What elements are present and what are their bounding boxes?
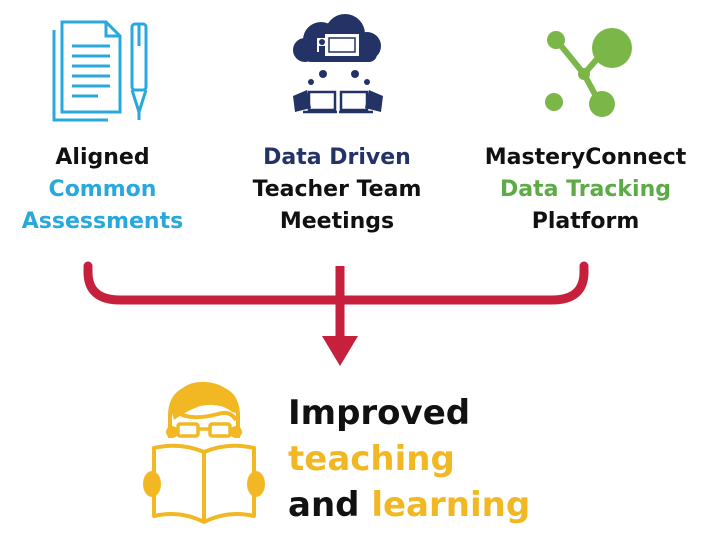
- platform-line2: Data Tracking: [499, 177, 672, 202]
- meetings-line1: Data Driven: [263, 145, 411, 170]
- meetings-label: Data Driven Teacher Team Meetings: [232, 142, 442, 238]
- meetings-line3: Meetings: [279, 209, 395, 234]
- assessments-line1: Aligned: [55, 145, 150, 170]
- assessments-line3: Assessments: [21, 209, 184, 234]
- platform-line1: MasteryConnect: [484, 145, 687, 170]
- platform-line3: Platform: [531, 209, 640, 234]
- assessments-line2: Common: [48, 177, 157, 202]
- meetings-line2: Teacher Team: [252, 177, 422, 202]
- result-text: Improved teaching and learning: [288, 390, 530, 528]
- arrow-head-icon: [322, 336, 358, 366]
- platform-label: MasteryConnect Data Tracking Platform: [470, 142, 701, 238]
- result-line3-highlight: learning: [371, 485, 531, 525]
- result-line3: and learning: [288, 482, 530, 528]
- result-line1: Improved: [288, 393, 471, 433]
- network-nodes-icon: [545, 28, 632, 117]
- reader-with-book-icon: [143, 381, 265, 524]
- assessments-label: Aligned Common Assessments: [0, 142, 205, 238]
- result-line2: teaching: [288, 439, 455, 479]
- documents-pen-icon: [52, 20, 148, 122]
- cloud-presentation-laptops-icon: [293, 14, 383, 114]
- converging-connector: [83, 261, 589, 366]
- result-line3-prefix: and: [288, 485, 360, 525]
